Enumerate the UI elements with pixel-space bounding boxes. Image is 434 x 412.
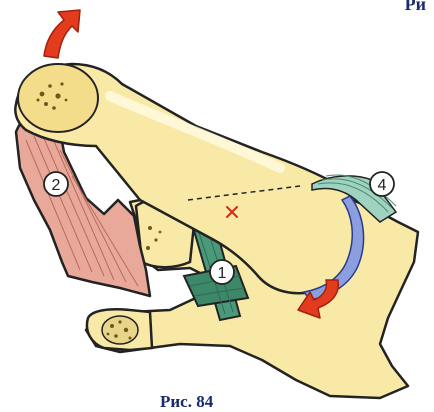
label-1-text: 1 bbox=[218, 265, 227, 282]
figure-caption: Рис. 84 bbox=[160, 392, 213, 412]
label-4: 4 bbox=[370, 172, 394, 196]
label-2-text: 2 bbox=[52, 177, 61, 194]
lower-bone-end bbox=[102, 316, 138, 344]
curved-arrow-up-right-icon bbox=[44, 10, 80, 58]
label-4-text: 4 bbox=[378, 177, 387, 194]
label-2: 2 bbox=[44, 172, 68, 196]
label-1: 1 bbox=[210, 260, 234, 284]
